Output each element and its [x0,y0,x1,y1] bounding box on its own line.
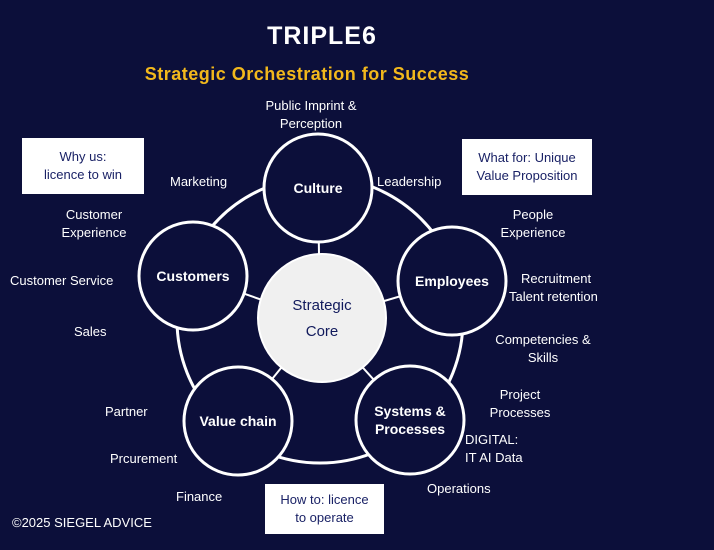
box-why-us-line1: Why us: [59,149,107,164]
systems-label-line1: Systems & [374,403,446,419]
systems-processes-label: Systems & Processes [374,402,446,438]
box-how-to-line1: How to: licence [280,492,369,507]
node-employees [396,225,508,337]
box-what-for-line1: What for: Unique [478,150,576,165]
label-partner: Partner [105,404,148,419]
label-finance: Finance [176,489,223,504]
box-how-to-line2: to operate [295,510,354,525]
label-competencies-skills: Competencies & Skills [495,331,590,367]
strategic-core-circle [257,253,387,383]
node-systems-processes [354,364,466,476]
box-what-for-line2: Value Proposition [476,168,578,183]
node-customers [137,220,249,332]
label-competencies-line2: Skills [527,350,559,365]
label-digital-line1: DIGITAL: [465,432,519,447]
systems-label-line2: Processes [374,421,446,437]
page-title: TRIPLE6 [267,22,377,50]
label-talent-retention: Talent retention [509,289,598,304]
label-sales: Sales [74,324,107,339]
label-marketing: Marketing [170,174,228,189]
label-project-processes: Project Processes [490,386,551,422]
label-customer-experience-line1: Customer [65,207,123,222]
box-what-for: What for: Unique Value Proposition [462,139,592,195]
culture-label: Culture [293,180,343,196]
box-why-us-line2: licence to win [43,167,123,182]
label-public-imprint-line2: Perception [279,116,343,131]
customers-label: Customers [156,268,230,284]
box-how-to: How to: licence to operate [265,484,384,534]
label-leadership: Leadership [377,174,442,189]
value-chain-label: Value chain [199,413,277,429]
strategic-core-label: Strategic Core [292,293,351,345]
core-label-line1: Strategic [292,297,352,314]
label-competencies-line1: Competencies & [495,332,591,347]
label-public-imprint: Public Imprint & Perception [265,97,356,133]
employees-label: Employees [415,273,489,289]
label-project-line1: Project [499,387,541,402]
label-customer-experience-line2: Experience [61,225,127,240]
copyright-text: ©2025 SIEGEL ADVICE [12,515,152,530]
node-value-chain [182,365,294,477]
label-people-experience: People Experience [500,206,565,242]
label-digital-line2: IT AI Data [465,450,523,465]
label-customer-service: Customer Service [10,273,114,288]
core-label-line2: Core [305,323,339,340]
label-customer-experience: Customer Experience [61,206,126,242]
label-people-experience-line1: People [512,207,554,222]
label-operations: Operations [427,481,491,496]
page-subtitle: Strategic Orchestration for Success [144,64,470,84]
label-digital: DIGITAL: IT AI Data [465,431,523,467]
label-recruitment: Recruitment [521,271,592,286]
node-culture [262,132,374,244]
box-why-us: Why us: licence to win [22,138,144,194]
label-procurement: Prcurement [110,451,178,466]
label-project-line2: Processes [489,405,551,420]
label-public-imprint-line1: Public Imprint & [265,98,357,113]
label-people-experience-line2: Experience [500,225,566,240]
